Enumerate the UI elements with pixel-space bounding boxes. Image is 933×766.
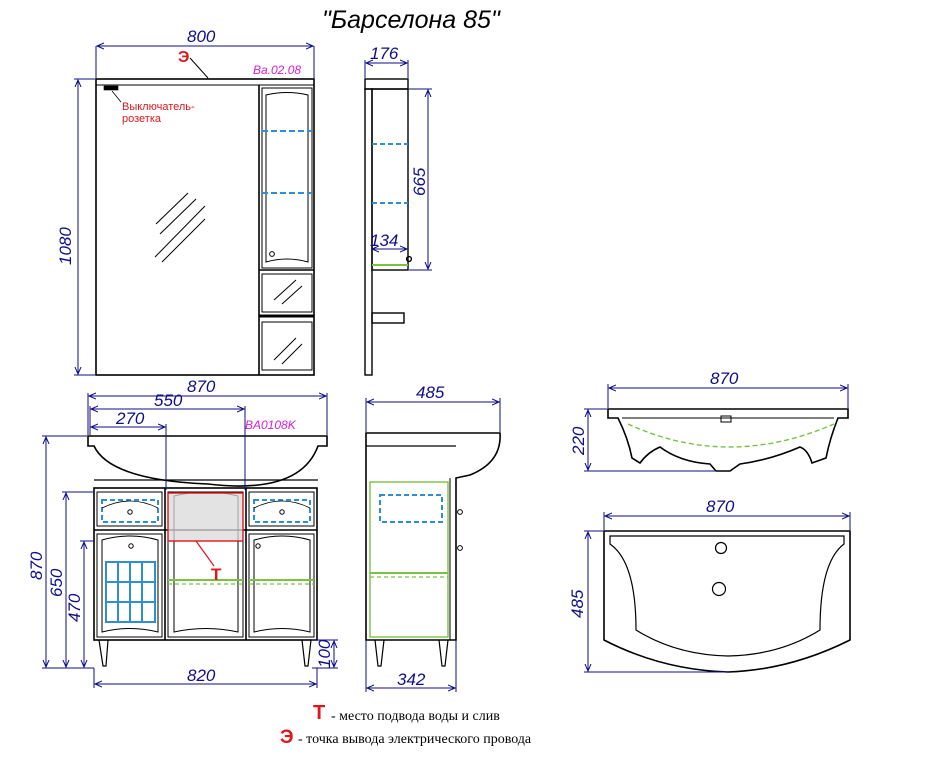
legend-symbol-water: Т	[313, 702, 325, 724]
cabinet-dimensions	[42, 393, 338, 688]
legend: Т - место подвода воды и слив Э - точка …	[280, 702, 532, 748]
cabinet-650-height-label: 650	[47, 568, 66, 597]
cabinet-side-view	[365, 432, 501, 667]
cabinet-base-width-label: 820	[187, 666, 216, 685]
mirror-depth-label: 176	[370, 44, 399, 63]
cabinet-depth-label: 485	[416, 383, 445, 402]
legend-symbol-electric: Э	[280, 727, 294, 748]
basin-front-view	[607, 408, 849, 472]
cabinet-side-dimensions	[365, 398, 501, 692]
mirror-height-dimension	[74, 78, 95, 376]
mirror-model-code: Ba.02.08	[253, 63, 301, 77]
mirror-cabinet-height-label: 665	[410, 167, 429, 196]
cabinet-base-depth-label: 342	[397, 670, 426, 689]
switch-label-1: Выключатель-	[122, 101, 195, 113]
cabinet-total-height-label: 870	[27, 551, 46, 580]
legend-text-water: - место подвода воды и слив	[331, 709, 500, 724]
basin-top-dimensions	[584, 512, 851, 673]
electric-marker-leader	[189, 57, 209, 79]
mirror-front-view	[95, 78, 315, 376]
cabinet-front-view	[87, 435, 328, 667]
basin-top-view	[603, 530, 851, 673]
switch-label-2: розетка	[122, 113, 162, 125]
basin-top-width-label: 870	[706, 497, 735, 516]
basin-front-dimensions	[584, 384, 849, 472]
mirror-height-label: 1080	[56, 227, 75, 265]
plumbing-leader	[195, 540, 215, 567]
legend-text-electric: - точка вывода электрического провода	[298, 732, 532, 747]
basin-top-depth-label: 485	[568, 589, 587, 618]
switch-leader	[111, 90, 122, 103]
plumbing-marker: Т	[211, 565, 222, 584]
mirror-shelf-depth-label: 134	[370, 231, 398, 250]
cabinet-total-width-label: 870	[187, 377, 216, 396]
mirror-width-label: 800	[187, 27, 216, 46]
basin-front-width-label: 870	[710, 369, 739, 388]
mirror-side-view	[364, 78, 413, 376]
plumbing-zone	[167, 492, 244, 542]
cabinet-drawer-width-label: 270	[115, 409, 145, 428]
electric-point-marker: Э	[178, 49, 189, 66]
basin-front-height-label: 220	[569, 426, 588, 456]
cabinet-model-code: BA0108K	[245, 418, 297, 432]
mirror-width-dimension	[95, 46, 315, 78]
cabinet-470-height-label: 470	[65, 593, 84, 622]
drawing-title: "Барселона 85"	[322, 6, 501, 34]
mirror-side-dimensions	[364, 60, 432, 271]
leg-height-label: 100	[315, 639, 334, 668]
cabinet-inner-width-label: 550	[154, 391, 183, 410]
